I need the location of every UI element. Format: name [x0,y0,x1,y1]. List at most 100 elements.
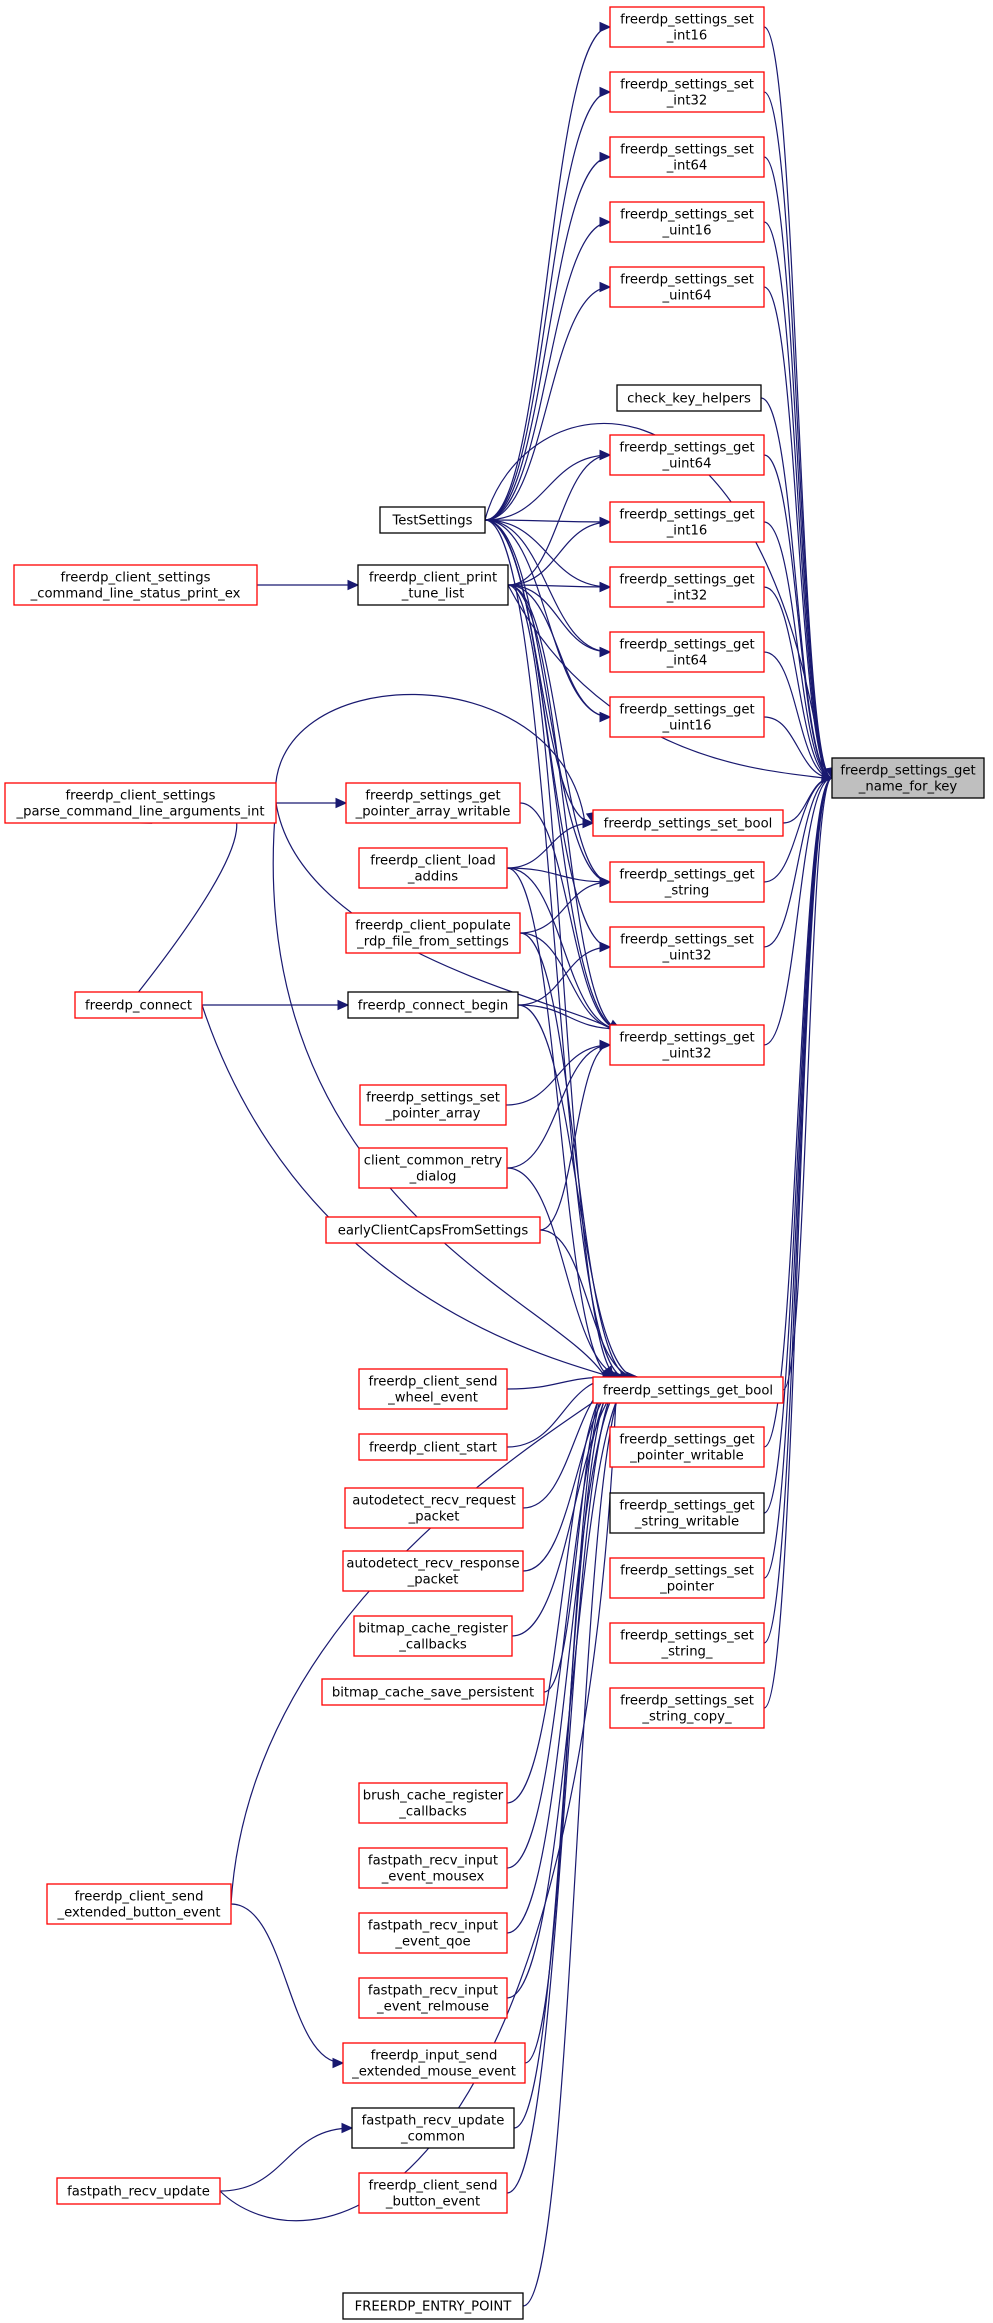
node-label-line: freerdp_client_print [369,571,497,586]
node-entry-point[interactable]: FREERDP_ENTRY_POINT [342,2292,524,2320]
edge-line [484,454,611,521]
edge-get_pointer_writable-to-root [763,772,834,1448]
node-bitmap-register[interactable]: bitmap_cache_register_callbacks [353,1615,513,1657]
node-label-line: freerdp_settings_set [620,13,754,28]
node-label-line: _event_mousex [381,1870,485,1885]
node-connect-begin[interactable]: freerdp_connect_begin [347,991,519,1019]
node-set-bool[interactable]: freerdp_settings_set_bool [592,809,784,837]
node-retry-dialog[interactable]: client_common_retry_dialog [358,1147,508,1189]
edge-line [763,777,833,883]
node-label-line: fastpath_recv_input [368,1854,498,1869]
node-label-line: _parse_command_line_arguments_int [16,805,265,820]
nodes-layer: freerdp_settings_get_name_for_keyfreerdp… [4,6,985,2320]
node-get-int16[interactable]: freerdp_settings_get_int16 [609,501,765,543]
node-send-button[interactable]: freerdp_client_send_button_event [358,2172,508,2214]
node-set-int64[interactable]: freerdp_settings_set_int64 [609,136,765,178]
node-root[interactable]: freerdp_settings_get_name_for_key [831,757,985,799]
node-autodetect-req[interactable]: autodetect_recv_request_packet [344,1487,524,1529]
node-label-line: earlyClientCapsFromSettings [338,1224,529,1239]
edge-connect-to-get_bool [201,1004,621,1380]
node-fp-qoe[interactable]: fastpath_recv_input_event_qoe [358,1912,508,1954]
node-get-string-writable[interactable]: freerdp_settings_get_string_writable [609,1492,765,1534]
node-box [379,506,486,534]
node-get-int64[interactable]: freerdp_settings_get_int64 [609,631,765,673]
edge-line [484,91,611,521]
node-label-line: _string [664,884,709,899]
node-fp-update-common[interactable]: fastpath_recv_update_common [351,2107,515,2149]
edge-arrowhead [335,797,348,809]
edge-arrowhead [599,281,612,293]
node-get-bool[interactable]: freerdp_settings_get_bool [592,1376,784,1404]
node-label-line: freerdp_connect [85,999,192,1014]
node-get-int32[interactable]: freerdp_settings_get_int32 [609,566,765,608]
node-set-string-[interactable]: freerdp_settings_set_string_ [609,1622,765,1664]
node-fp-relmouse[interactable]: fastpath_recv_input_event_relmouse [358,1977,508,2019]
node-set-uint64[interactable]: freerdp_settings_set_uint64 [609,266,765,308]
node-label-line: _uint64 [662,457,712,472]
edge-arrowhead [341,2122,354,2134]
node-send-wheel[interactable]: freerdp_client_send_wheel_event [358,1368,508,1410]
edge-line [230,1903,344,2064]
edge-line [230,1376,630,1905]
edge-line [519,881,611,934]
node-populate-rdp-file[interactable]: freerdp_client_populate_rdp_file_from_se… [345,912,521,954]
node-check-key-helpers[interactable]: check_key_helpers [616,384,762,412]
node-get-ptr-array-writable[interactable]: freerdp_settings_get_pointer_array_writa… [345,782,521,824]
edge-line [763,454,833,779]
node-load-addins[interactable]: freerdp_client_load_addins [358,847,508,889]
node-label-line: freerdp_settings_set [620,273,754,288]
node-label-line: freerdp_settings_get [619,703,754,718]
edge-arrowhead [599,449,612,461]
node-box [609,501,765,543]
node-early-caps[interactable]: earlyClientCapsFromSettings [325,1216,541,1244]
node-print-status-ex[interactable]: freerdp_client_settings_command_line_sta… [13,564,258,606]
node-test-settings[interactable]: TestSettings [379,506,486,534]
node-set-pointer[interactable]: freerdp_settings_set_pointer [609,1557,765,1599]
node-connect[interactable]: freerdp_connect [74,991,203,1019]
edge-line [506,1376,638,1999]
edge-set_int16-to-root [763,26,834,784]
edge-arrowhead [599,646,612,658]
node-set-int32[interactable]: freerdp_settings_set_int32 [609,71,765,113]
node-autodetect-resp[interactable]: autodetect_recv_response_packet [342,1550,524,1592]
edge-line [763,651,833,779]
edge-arrowhead [347,579,360,591]
node-set-pointer-array[interactable]: freerdp_settings_set_pointer_array [359,1084,507,1126]
node-label-line: freerdp_settings_get_bool [603,1384,773,1399]
node-label-line: freerdp_settings_set [620,208,754,223]
node-box [46,1883,232,1925]
node-set-int16[interactable]: freerdp_settings_set_int16 [609,6,765,48]
node-input-ext-mouse[interactable]: freerdp_input_send_extended_mouse_event [342,2042,526,2084]
node-client-start[interactable]: freerdp_client_start [358,1433,508,1461]
edge-line [763,91,833,779]
node-label-line: _pointer_array [385,1107,481,1122]
node-get-uint32[interactable]: freerdp_settings_get_uint32 [609,1024,765,1066]
node-set-uint32[interactable]: freerdp_settings_set_uint32 [609,926,765,968]
node-get-uint16[interactable]: freerdp_settings_get_uint16 [609,696,765,738]
node-label-line: fastpath_recv_update [67,2185,210,2200]
node-label-line: _button_event [385,2195,480,2210]
edge-arrowhead [599,711,612,723]
edge-set_int32-to-root [763,91,834,784]
node-parse-cmdline-int[interactable]: freerdp_client_settings_parse_command_li… [4,782,277,824]
edge-early_caps-to-get_uint32 [539,1039,612,1231]
node-get-string[interactable]: freerdp_settings_get_string [609,861,765,903]
node-get-pointer-writable[interactable]: freerdp_settings_get_pointer_writable [609,1426,765,1468]
node-fp-mousex[interactable]: fastpath_recv_input_event_mousex [358,1847,508,1889]
node-box [609,1687,765,1729]
node-print-tune-list[interactable]: freerdp_client_print_tune_list [357,564,509,606]
node-label-line: freerdp_settings_get [619,1433,754,1448]
node-set-uint16[interactable]: freerdp_settings_set_uint16 [609,201,765,243]
node-label-line: _pointer_writable [629,1449,744,1464]
node-box [609,926,765,968]
node-set-string-copy[interactable]: freerdp_settings_set_string_copy_ [609,1687,765,1729]
node-box [347,991,519,1019]
node-get-uint64[interactable]: freerdp_settings_get_uint64 [609,434,765,476]
node-send-ext-button[interactable]: freerdp_client_send_extended_button_even… [46,1883,232,1925]
edge-line [507,584,621,1030]
node-brush-register[interactable]: brush_cache_register_callbacks [358,1782,508,1824]
node-fp-update[interactable]: fastpath_recv_update [56,2177,221,2205]
node-bitmap-save[interactable]: bitmap_cache_save_persistent [321,1678,545,1706]
node-label-line: _event_relmouse [376,2000,489,2015]
node-label-line: freerdp_client_send [368,2179,497,2194]
